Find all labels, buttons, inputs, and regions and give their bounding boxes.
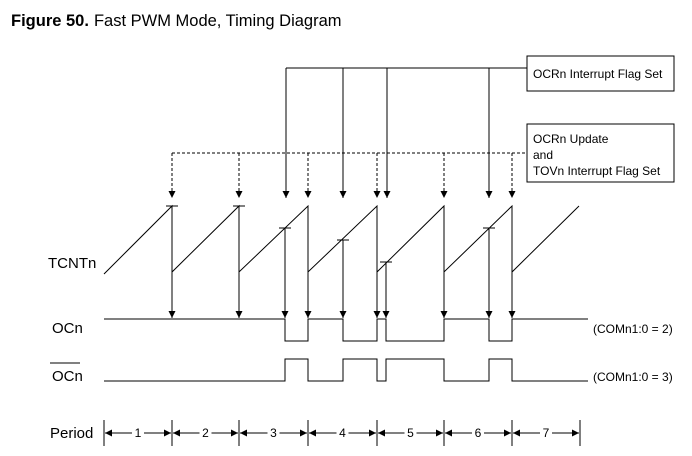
- period-number-2: 2: [202, 426, 209, 440]
- period-number-4: 4: [339, 426, 346, 440]
- ocn-inverted-label: OCn: [52, 368, 83, 385]
- tcnt-sawtooth: [103, 204, 580, 275]
- figure-title: Figure 50.Fast PWM Mode, Timing Diagram: [11, 12, 342, 31]
- update-label-line1: OCRn Update: [533, 132, 609, 146]
- period-number-7: 7: [543, 426, 550, 440]
- update-box: [526, 123, 675, 183]
- ocn-inverted-trace: [104, 358, 588, 382]
- mode-noninverting-label: (COMn1:0 = 2): [593, 322, 673, 336]
- figure-number: Figure 50.: [11, 12, 89, 30]
- figure-caption: Fast PWM Mode, Timing Diagram: [93, 12, 342, 30]
- period-number-1: 1: [135, 426, 142, 440]
- ocn-label: OCn: [52, 320, 83, 337]
- mode-inverting-label: (COMn1:0 = 3): [593, 370, 673, 384]
- update-label-line2: and: [533, 148, 553, 162]
- period-number-3: 3: [270, 426, 277, 440]
- period-label: Period: [50, 425, 93, 442]
- period-number-6: 6: [475, 426, 482, 440]
- update-label-line3: TOVn Interrupt Flag Set: [533, 164, 661, 178]
- period-number-5: 5: [407, 426, 414, 440]
- ocn-trace: [104, 318, 588, 342]
- period-axis: 1 2 3 4 5 6 7: [103, 420, 581, 446]
- ocn-inverted-waveform: [104, 358, 588, 382]
- tcnt-waveform: [103, 204, 580, 318]
- ocr-flag-label: OCRn Interrupt Flag Set: [533, 67, 663, 81]
- tcnt-label: TCNTn: [48, 255, 96, 272]
- annotation-arrows: [168, 67, 527, 198]
- ocr-flag-box: [526, 55, 675, 92]
- ocn-waveform: [104, 318, 588, 342]
